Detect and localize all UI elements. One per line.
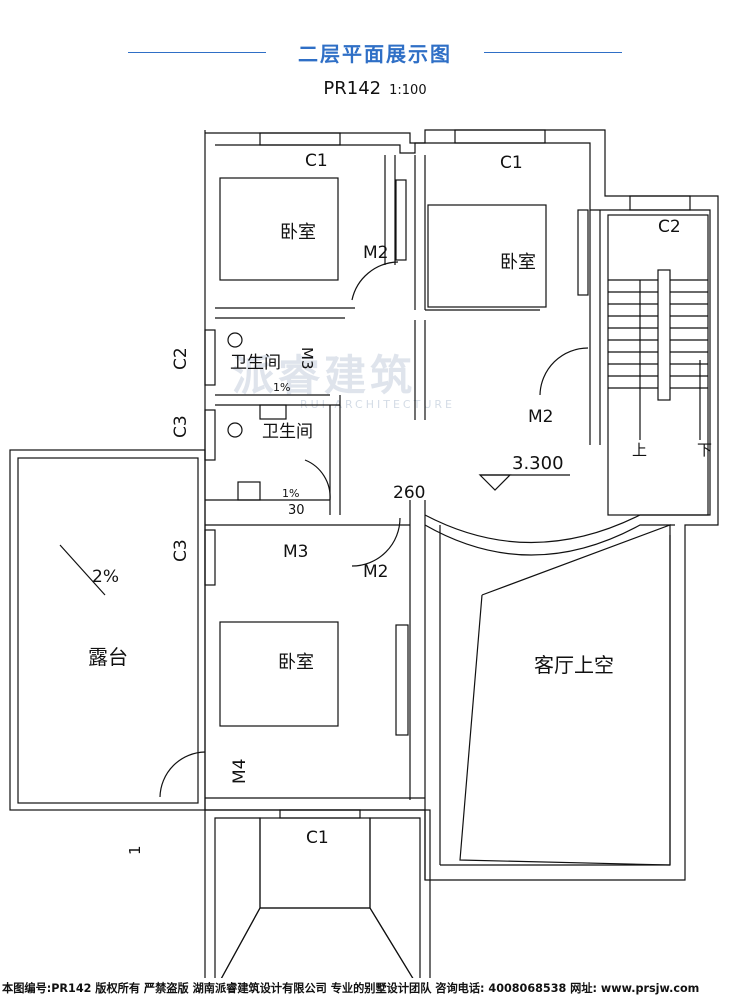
door-label-m3-lower: M3 [283,542,308,562]
window-label-c1-bottom: C1 [306,828,329,848]
room-label-bathroom-lower: 卫生间 [262,422,313,442]
window-label-c1-top-left: C1 [305,151,328,171]
window-label-c1-top-right: C1 [500,153,523,173]
window-label-c2-left: C2 [171,347,191,370]
dimension-260: 260 [393,483,425,503]
room-label-living-void: 客厅上空 [534,653,614,677]
room-label-bedroom-bottom: 卧室 [278,652,314,673]
room-label-bedroom-top-left: 卧室 [280,222,316,243]
door-label-m4: M4 [230,759,250,784]
watermark-subtitle: RUI ARCHITECTURE [300,398,455,411]
footer-copyright: 本图编号:PR142 版权所有 严禁盗版 湖南派睿建筑设计有限公司 专业的别墅设… [0,978,750,1000]
watermark-logo: 派睿建筑 [232,351,417,400]
door-label-m2-middle: M2 [528,407,553,427]
plan-code: PR142 [323,78,382,99]
elevation-mark: 3.300 [512,453,564,474]
header-rule-left [128,52,266,53]
bath-slope-upper: 1% [273,381,290,394]
door-label-m3-upper: M3 [298,347,316,370]
side-mark: 1 [126,845,144,855]
window-label-c3-lower: C3 [171,539,191,562]
terrace-slope: 2% [92,567,119,587]
door-label-m2-upper: M2 [363,243,388,263]
stair-up-label: 上 [632,441,647,459]
bath-slope-lower: 1% [282,487,299,500]
header-rule-right [484,52,622,53]
inner-wall-outline [215,142,711,516]
dimension-30: 30 [288,503,305,518]
window-label-c3-upper: C3 [171,415,191,438]
room-label-bathroom-upper: 卫生间 [230,353,281,373]
door-label-m2-lower: M2 [363,562,388,582]
window-label-c2-stair: C2 [658,217,681,237]
stair-down-label: 下 [697,441,712,459]
room-label-terrace: 露台 [88,645,128,669]
drawing-code: PR142 1:100 [0,78,750,99]
page-title: 二层平面展示图 [298,42,452,66]
room-label-bedroom-top-right: 卧室 [500,252,536,273]
plan-scale: 1:100 [389,83,427,98]
